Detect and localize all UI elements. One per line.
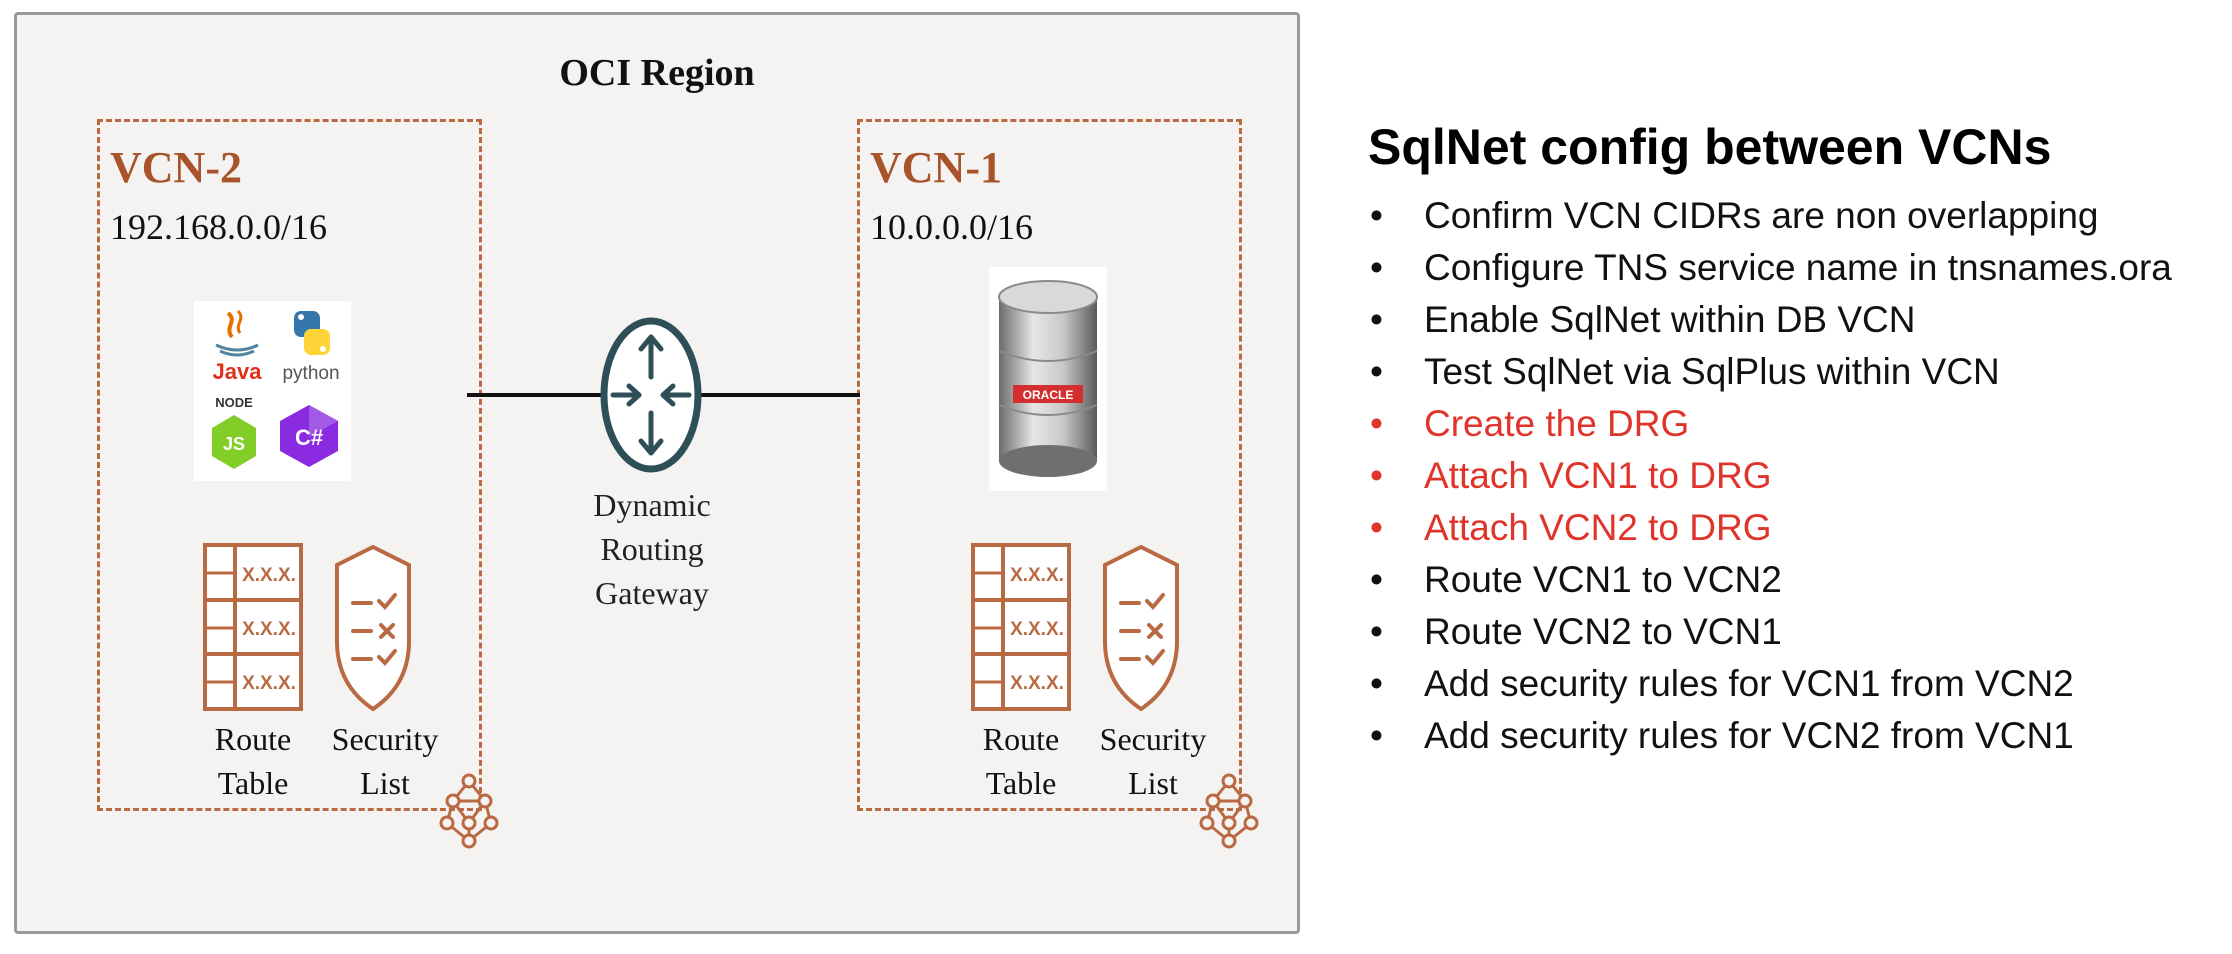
vcn-left-box: VCN-2 192.168.0.0/16 [97, 119, 482, 811]
csharp-logo-icon: C# [280, 405, 338, 467]
database-icon: ORACLE [998, 280, 1098, 477]
route-table-caption-line-1: Route [982, 721, 1060, 757]
step-item: • Attach VCN1 to DRG [1368, 450, 2228, 502]
nodejs-logo-text: NODE [215, 395, 253, 410]
step-item: • Route VCN1 to VCN2 [1368, 554, 2228, 606]
bullet-icon: • [1370, 663, 1383, 704]
step-text: Confirm VCN CIDRs are non overlapping [1424, 195, 2099, 236]
security-list-icon-left [335, 544, 411, 712]
route-table-caption-line-2: Table [217, 765, 289, 801]
step-text: Configure TNS service name in tnsnames.o… [1424, 247, 2172, 288]
step-text: Enable SqlNet within DB VCN [1424, 299, 1916, 340]
python-logo-icon: python [282, 311, 340, 384]
route-table-caption-line-2: Table [985, 765, 1057, 801]
oracle-db-tile: ORACLE [989, 267, 1107, 491]
region-title: OCI Region [559, 52, 755, 94]
route-table-cell-2: X.X.X. [242, 619, 296, 640]
svg-text:JS: JS [223, 434, 245, 454]
step-item: • Enable SqlNet within DB VCN [1368, 294, 2228, 346]
panel-title: SqlNet config between VCNs [1368, 119, 2052, 175]
csharp-logo-text: C# [295, 425, 323, 450]
route-table-icon-left: X.X.X. X.X.X. X.X.X. [203, 543, 303, 711]
steps-list: • Confirm VCN CIDRs are non overlapping • C… [1368, 190, 2228, 762]
bullet-icon: • [1370, 715, 1383, 756]
drg-label-line-1: Dynamic [593, 487, 711, 523]
drg-label-line-3: Gateway [595, 575, 709, 611]
link-vcn-left-drg [467, 393, 605, 397]
bullet-icon: • [1370, 247, 1383, 288]
oracle-logo-text: ORACLE [1023, 388, 1074, 402]
step-item: • Route VCN2 to VCN1 [1368, 606, 2228, 658]
step-item: • Add security rules for VCN2 from VCN1 [1368, 710, 2228, 762]
bullet-icon: • [1370, 507, 1383, 548]
bullet-icon: • [1370, 195, 1383, 236]
step-text: Test SqlNet via SqlPlus within VCN [1424, 351, 2000, 392]
step-text: Create the DRG [1424, 403, 1690, 444]
step-item: • Create the DRG [1368, 398, 2228, 450]
bullet-icon: • [1370, 559, 1383, 600]
bullet-icon: • [1370, 403, 1383, 444]
link-drg-vcn-right [697, 393, 860, 397]
step-item: • Add security rules for VCN1 from VCN2 [1368, 658, 2228, 710]
step-item: • Configure TNS service name in tnsnames.… [1368, 242, 2228, 294]
vcn-right-box: VCN-1 10.0.0.0/16 [857, 119, 1242, 811]
route-table-caption-right: Route Table [961, 717, 1081, 805]
vcn-left-name: VCN-2 [110, 143, 242, 192]
step-text: Route VCN1 to VCN2 [1424, 559, 1782, 600]
vcn-network-icon-left [439, 773, 499, 849]
java-logo-text: Java [213, 359, 263, 384]
vcn-right-name: VCN-1 [870, 143, 1002, 192]
route-table-cell-1: X.X.X. [242, 565, 296, 586]
security-list-caption-left: Security List [331, 721, 439, 801]
vcn-right-cidr: 10.0.0.0/16 [870, 207, 1034, 247]
step-item: • Attach VCN2 to DRG [1368, 502, 2228, 554]
steps-panel: SqlNet config between VCNs • Confirm VCN … [1368, 118, 2228, 762]
bullet-icon: • [1370, 351, 1383, 392]
bullet-icon: • [1370, 455, 1383, 496]
bullet-icon: • [1370, 299, 1383, 340]
route-table-icon-right: X.X.X. X.X.X. X.X.X. [971, 543, 1071, 711]
step-text: Add security rules for VCN1 from VCN2 [1424, 663, 2074, 704]
route-table-cell-3: X.X.X. [242, 673, 296, 694]
app-logos-tile: Java python NODE JS C# [194, 301, 351, 481]
route-table-cell-3: X.X.X. [1010, 673, 1064, 694]
oci-region-diagram: OCI Region VCN-2 192.168.0.0/16 VCN-1 10… [14, 12, 1300, 934]
drg-label: Dynamic Routing Gateway [572, 483, 732, 615]
step-item: • Test SqlNet via SqlPlus within VCN [1368, 346, 2228, 398]
route-table-caption-left: Route Table [193, 717, 313, 805]
step-text: Route VCN2 to VCN1 [1424, 611, 1782, 652]
drg-label-line-2: Routing [600, 531, 704, 567]
step-item: • Confirm VCN CIDRs are non overlapping [1368, 190, 2228, 242]
security-list-icon-right [1103, 544, 1179, 712]
vcn-left-cidr: 192.168.0.0/16 [110, 207, 328, 247]
vcn-network-icon-right [1199, 773, 1259, 849]
step-text: Attach VCN1 to DRG [1424, 455, 1772, 496]
security-list-caption-right: Security List [1099, 721, 1207, 801]
step-text: Add security rules for VCN2 from VCN1 [1424, 715, 2074, 756]
drg-router-icon [600, 317, 702, 473]
step-text: Attach VCN2 to DRG [1424, 507, 1772, 548]
nodejs-logo-icon: NODE JS [212, 395, 256, 469]
python-logo-text: python [282, 363, 339, 384]
route-table-caption-line-1: Route [214, 721, 292, 757]
route-table-cell-2: X.X.X. [1010, 619, 1064, 640]
java-logo-icon: Java [213, 309, 263, 384]
bullet-icon: • [1370, 611, 1383, 652]
route-table-cell-1: X.X.X. [1010, 565, 1064, 586]
